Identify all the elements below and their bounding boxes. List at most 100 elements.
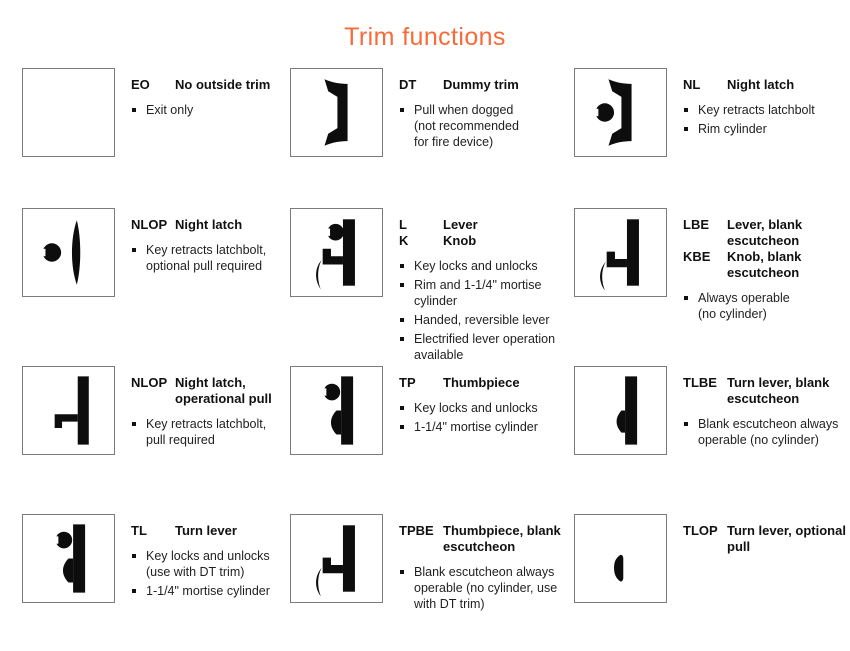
trim-code: TLOP (683, 523, 718, 538)
trim-text-block: TLBE Turn lever, blank escutcheon Blank e… (683, 366, 850, 451)
trim-functions-page: { "title": "Trim functions", "accent_col… (0, 22, 850, 651)
trim-code: L (399, 217, 407, 232)
trim-bullet: Pull when dogged (not recommended for fi… (399, 102, 574, 150)
trim-cell: NLOP Night latch, operational pull Key re… (22, 366, 290, 514)
trim-icon-box (574, 366, 667, 455)
thumbpiece-cylinder-icon (53, 524, 86, 593)
pull-plate-icon (54, 376, 89, 445)
trim-code: NLOP (131, 375, 168, 390)
turn-lever-icon (614, 554, 624, 582)
pull-cylinder-icon (592, 79, 632, 146)
trim-bullet: Rim and 1-1/4" mortise cylinder (399, 277, 574, 309)
trim-code-name-row: TP Thumbpiece (399, 375, 574, 391)
trim-text-block: TP Thumbpiece Key locks and unlocks 1-1/4"… (399, 366, 574, 438)
trim-name: Turn lever, blank escutcheon (727, 375, 830, 406)
trim-icon-box (290, 68, 383, 157)
trim-icon-box (290, 514, 383, 603)
trim-name: Night latch, operational pull (175, 375, 272, 406)
trim-headers: TP Thumbpiece (399, 375, 574, 391)
trim-code: NLOP (131, 217, 168, 232)
trim-code: KBE (683, 249, 711, 264)
trim-bullet: Key retracts latchbolt, pull required (131, 416, 290, 448)
lever-blank-icon (600, 219, 639, 291)
trim-icon-box (22, 208, 115, 297)
trim-name: Thumbpiece (443, 375, 520, 390)
lever-blank-icon (316, 525, 355, 597)
trim-bullet: 1-1/4" mortise cylinder (399, 419, 574, 435)
trim-bullet: 1-1/4" mortise cylinder (131, 583, 290, 599)
trim-headers: NLOP Night latch, operational pull (131, 375, 290, 407)
trim-name: Knob, blank escutcheon (727, 249, 802, 280)
trim-bullet: Exit only (131, 102, 290, 118)
trim-cell: TLBE Turn lever, blank escutcheon Blank e… (574, 366, 850, 514)
trim-headers: TPBE Thumbpiece, blank escutcheon (399, 523, 574, 555)
trim-text-block: TPBE Thumbpiece, blank escutcheon Blank e… (399, 514, 574, 615)
trim-code-name-row: KBE Knob, blank escutcheon (683, 249, 850, 281)
trim-icon-box (574, 514, 667, 603)
trim-name: Knob (443, 233, 477, 248)
trim-bullet: Handed, reversible lever (399, 312, 574, 328)
trim-bullet: Key retracts latchbolt, optional pull re… (131, 242, 290, 274)
trim-bullets: Key locks and unlocks (use with DT trim)… (131, 548, 290, 599)
trim-headers: TL Turn lever (131, 523, 290, 539)
lever-cylinder-icon (316, 219, 355, 290)
trim-name: Dummy trim (443, 77, 519, 92)
cylinder-pull-icon (39, 220, 81, 285)
trim-bullets: Pull when dogged (not recommended for fi… (399, 102, 574, 150)
trim-icon-box (290, 208, 383, 297)
trim-code-name-row: TLBE Turn lever, blank escutcheon (683, 375, 850, 407)
trim-cell: TL Turn lever Key locks and unlocks (use … (22, 514, 290, 615)
trim-code-name-row: TPBE Thumbpiece, blank escutcheon (399, 523, 574, 555)
trim-code: TLBE (683, 375, 717, 390)
trim-code: TP (399, 375, 416, 390)
trim-bullet: Key locks and unlocks (399, 400, 574, 416)
trim-code: TPBE (399, 523, 434, 538)
trim-bullet: Key retracts latchbolt (683, 102, 850, 118)
trim-text-block: NLOP Night latch, operational pull Key re… (131, 366, 290, 451)
trim-code: LBE (683, 217, 709, 232)
trim-bullet: Blank escutcheon always operable (no cyl… (683, 416, 850, 448)
trim-bullet: Always operable (no cylinder) (683, 290, 850, 322)
trim-icon-box (574, 208, 667, 297)
trim-code-name-row: TL Turn lever (131, 523, 290, 539)
trim-bullet: Key locks and unlocks (399, 258, 574, 274)
trim-bullet: Key locks and unlocks (use with DT trim) (131, 548, 290, 580)
trim-icon-box (290, 366, 383, 455)
trim-cell: TP Thumbpiece Key locks and unlocks 1-1/4"… (290, 366, 574, 514)
eo-blank-icon (26, 71, 111, 154)
trim-bullet: Rim cylinder (683, 121, 850, 137)
trim-name: Night latch (727, 77, 795, 92)
trim-name: Turn lever (175, 523, 237, 538)
trim-icon-box (22, 514, 115, 603)
trim-code: TL (131, 523, 147, 538)
trim-code: K (399, 233, 409, 248)
trim-bullet: Blank escutcheon always operable (no cyl… (399, 564, 574, 612)
trim-name: Thumbpiece, blank escutcheon (443, 523, 561, 554)
trim-icon-box (22, 68, 115, 157)
trim-bullets: Blank escutcheon always operable (no cyl… (399, 564, 574, 612)
